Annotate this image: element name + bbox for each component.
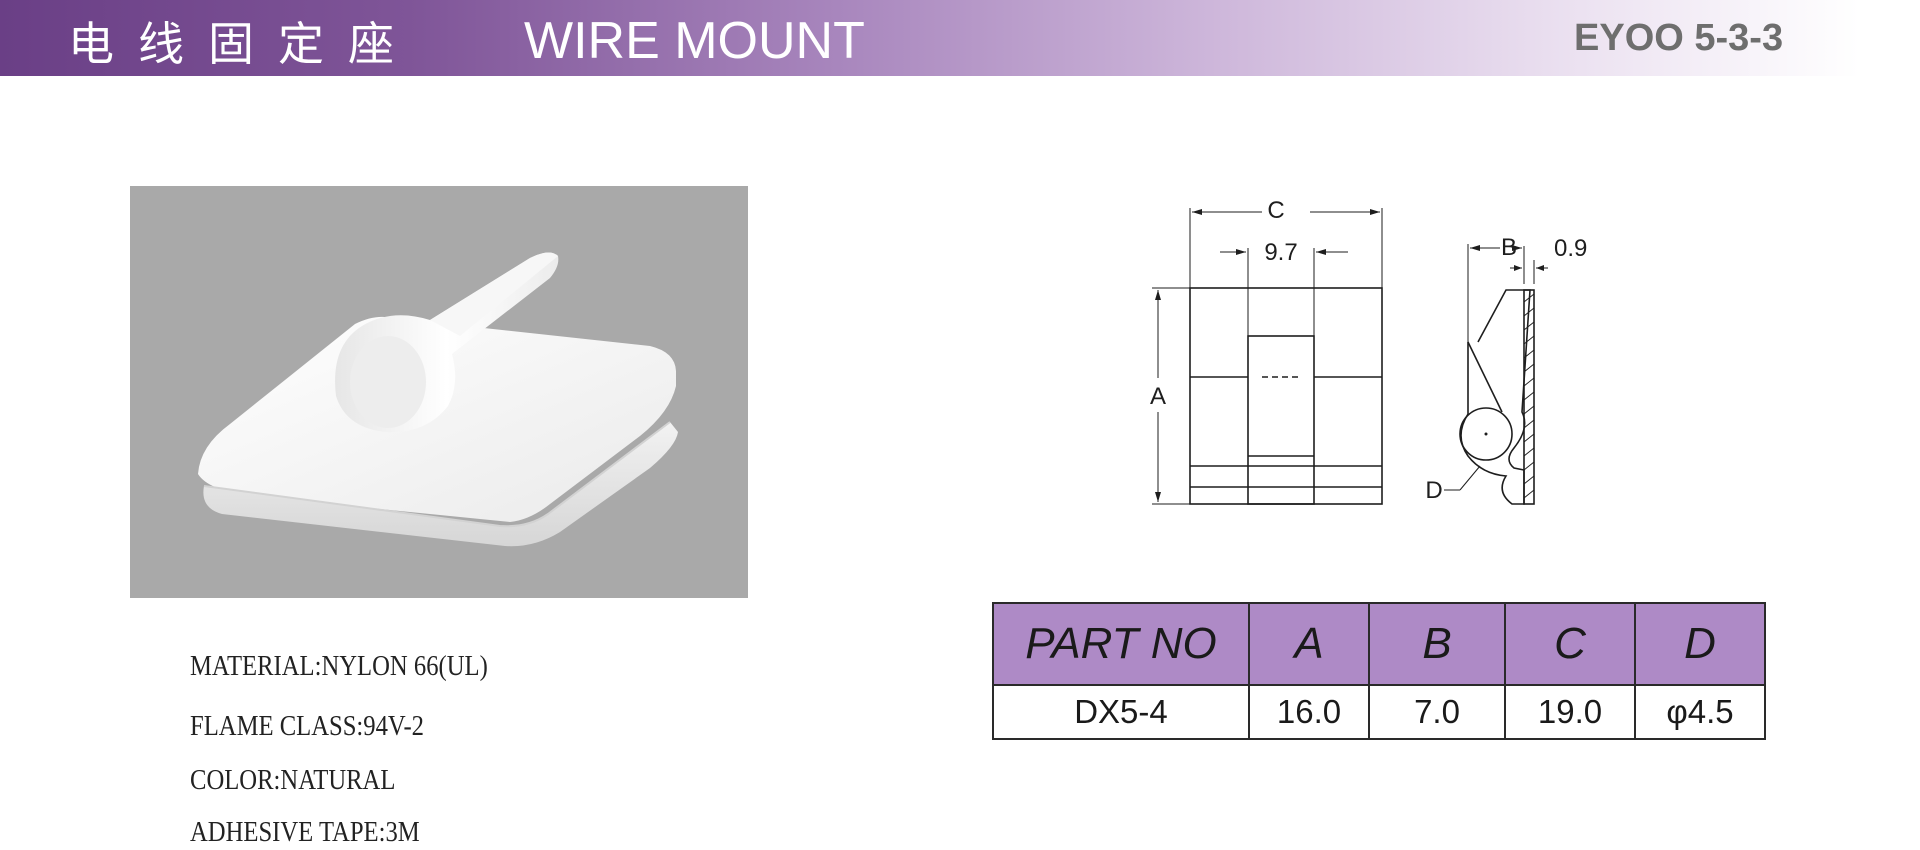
technical-drawing: C 9.7 A B 0.9 D: [1150, 197, 1587, 505]
cell-part-no: DX5-4: [992, 684, 1250, 740]
dimension-table: PART NO A B C D DX5-4 16.0 7.0 19.0 φ4.5: [992, 602, 1766, 740]
table-row: DX5-4 16.0 7.0 19.0 φ4.5: [992, 684, 1766, 740]
dim-label-d: D: [1425, 477, 1442, 504]
dim-label-b: B: [1501, 234, 1517, 261]
table-header-row: PART NO A B C D: [992, 602, 1766, 686]
catalog-code: EYOO 5-3-3: [1574, 17, 1784, 59]
cell-b: 7.0: [1368, 684, 1506, 740]
product-photo: [130, 186, 748, 598]
spec-material: MATERIAL:NYLON 66(UL): [190, 650, 488, 682]
title-chinese: 电线固定座: [68, 17, 418, 71]
dim-label-slot-width: 9.7: [1264, 239, 1297, 266]
header-d: D: [1634, 602, 1766, 686]
spec-flame-class: FLAME CLASS:94V-2: [190, 710, 425, 742]
cell-c: 19.0: [1504, 684, 1636, 740]
spec-color: COLOR:NATURAL: [190, 764, 396, 796]
title-english: WIRE MOUNT: [524, 12, 865, 70]
dim-label-c: C: [1267, 197, 1284, 224]
header-part-no: PART NO: [992, 602, 1250, 686]
dim-label-tape-thickness: 0.9: [1554, 235, 1587, 262]
cell-a: 16.0: [1248, 684, 1370, 740]
cell-d: φ4.5: [1634, 684, 1766, 740]
header-a: A: [1248, 602, 1370, 686]
header-banner: 电线固定座 WIRE MOUNT EYOO 5-3-3: [0, 0, 1860, 76]
header-c: C: [1504, 602, 1636, 686]
dim-label-a: A: [1150, 383, 1166, 410]
spec-adhesive-tape: ADHESIVE TAPE:3M: [190, 816, 420, 848]
wire-mount-image: [198, 252, 678, 547]
side-view-outline: [1460, 289, 1531, 505]
header-b: B: [1368, 602, 1506, 686]
front-view-outline: [1189, 287, 1383, 505]
